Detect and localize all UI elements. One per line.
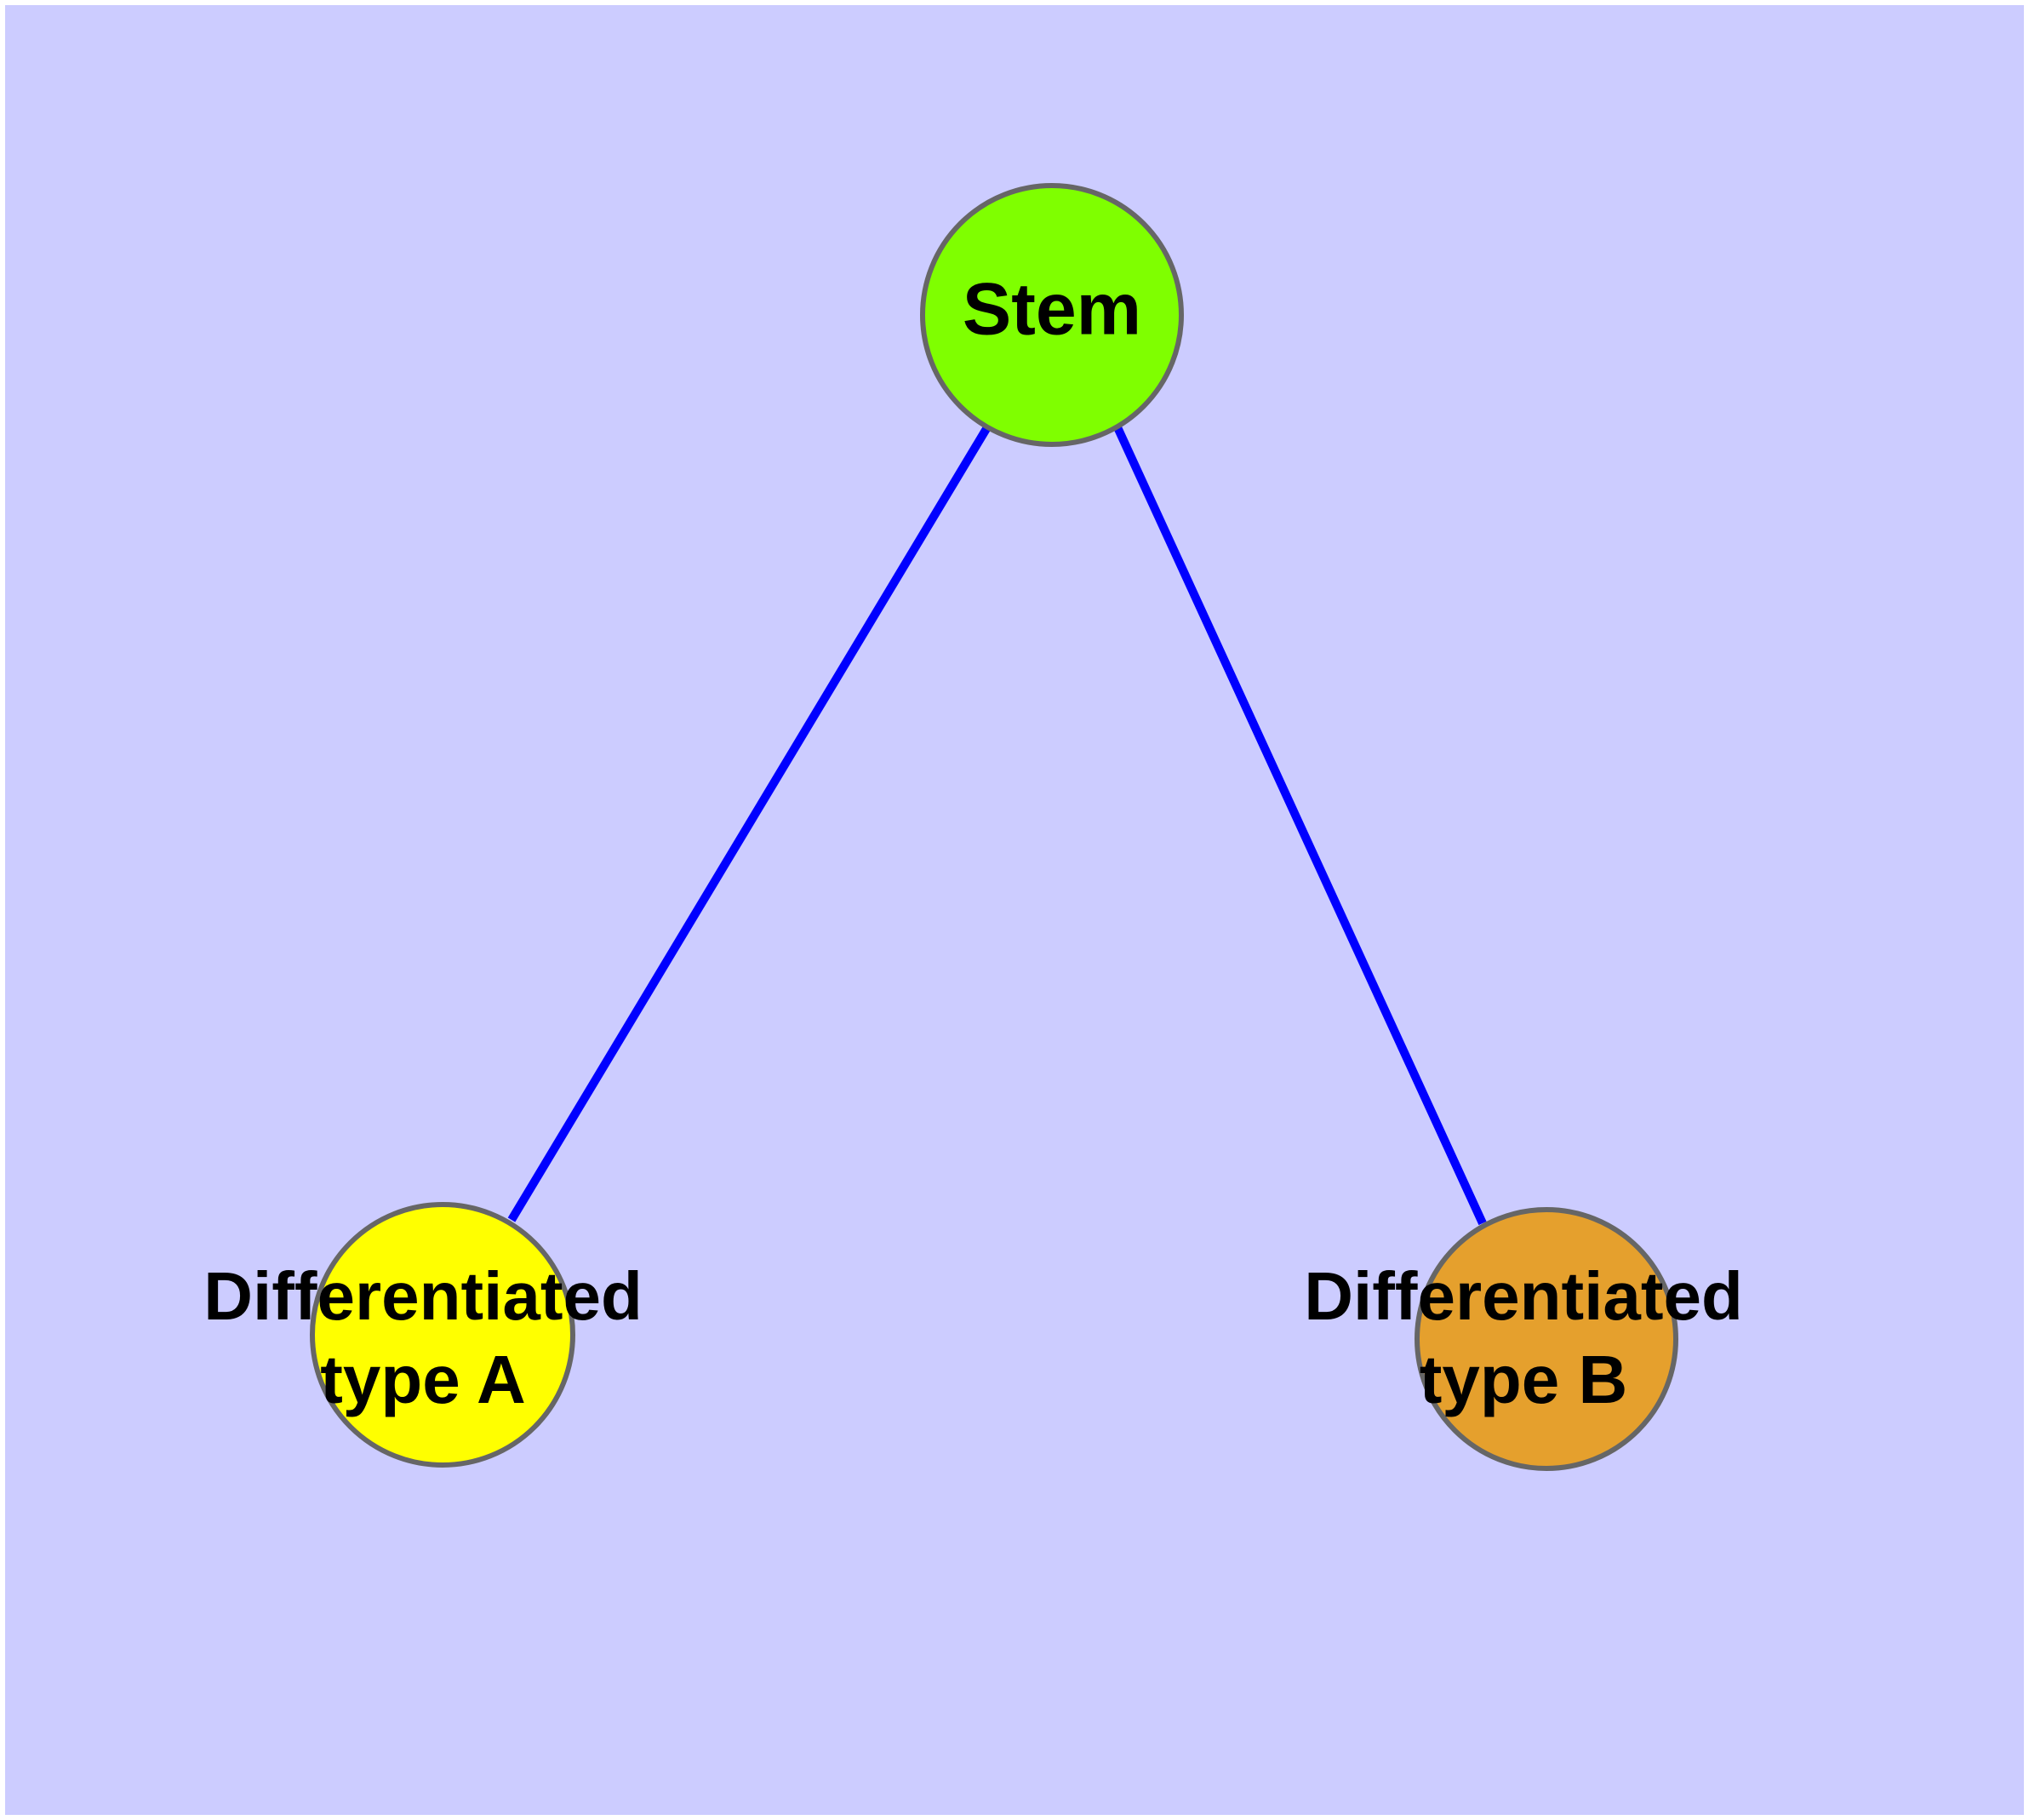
edge-layer <box>507 425 1487 1226</box>
node-label-differentiated-type-b-line2: type B <box>1420 1342 1628 1417</box>
node-label-differentiated-type-a-line1: Differentiated <box>203 1258 643 1334</box>
node-differentiated-type-b[interactable] <box>1415 1207 1678 1471</box>
node-stem[interactable] <box>920 183 1184 447</box>
node-label-stem: Stem <box>963 269 1141 351</box>
label-layer: Stem Differentiated type A Differentiate… <box>203 269 1743 1417</box>
edge-stem-to-differentiated-type-b[interactable] <box>1113 425 1487 1226</box>
node-label-differentiated-type-b-line1: Differentiated <box>1304 1258 1743 1334</box>
edge-stem-to-differentiated-type-a[interactable] <box>507 425 992 1222</box>
node-layer <box>310 183 1678 1471</box>
node-label-differentiated-type-a-line2: type A <box>320 1342 526 1417</box>
node-differentiated-type-a[interactable] <box>310 1202 575 1468</box>
